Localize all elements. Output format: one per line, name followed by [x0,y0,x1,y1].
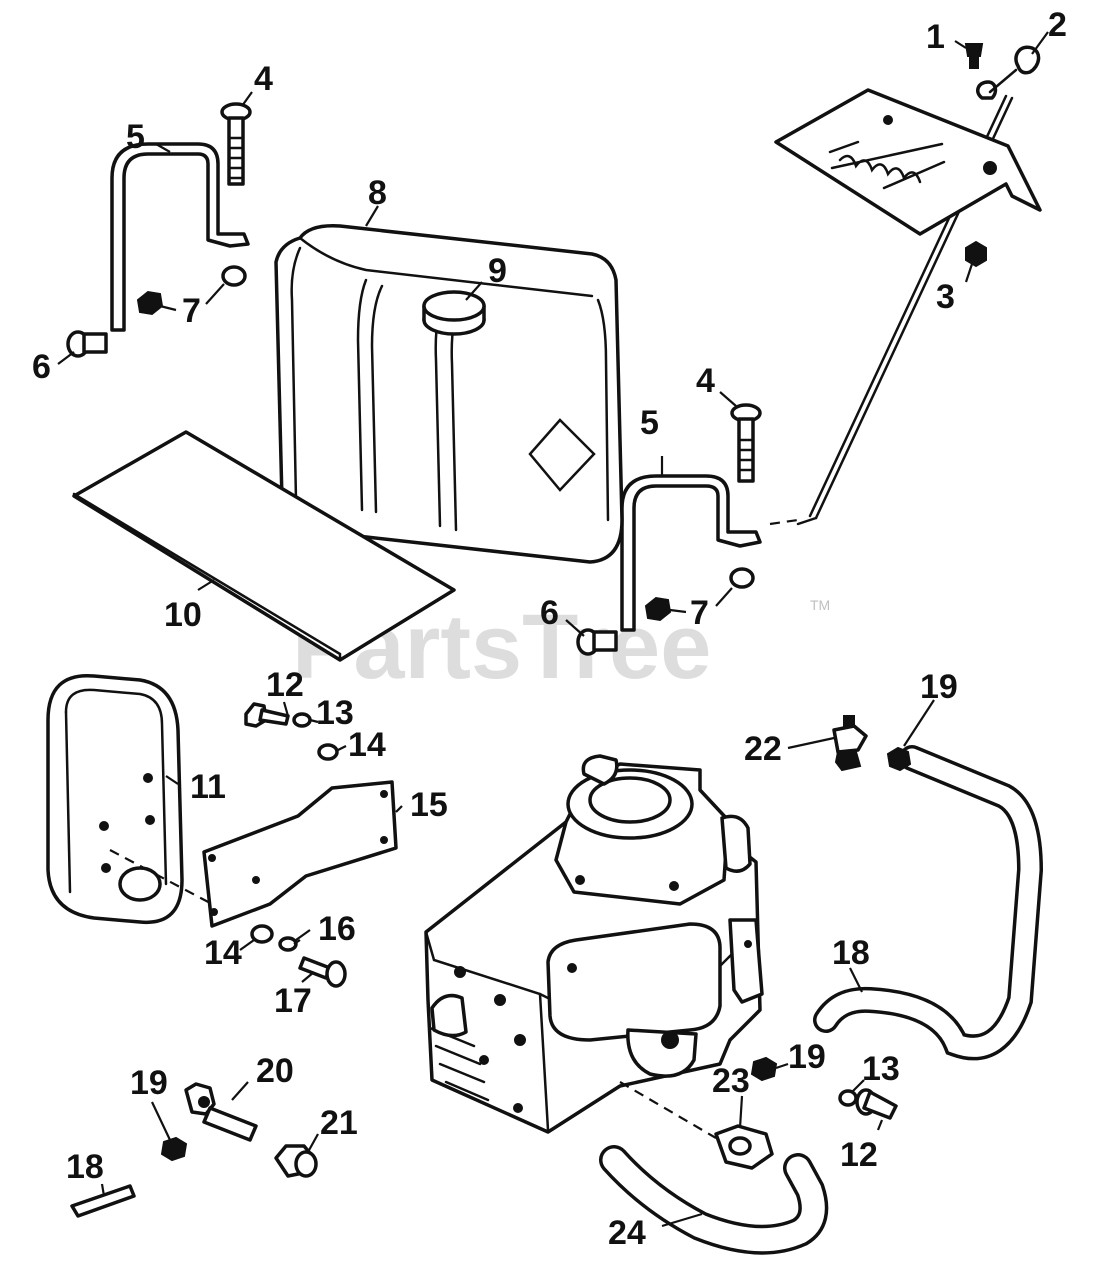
part-10-pad[interactable] [72,430,456,662]
part-4-bolt-left[interactable] [220,102,252,186]
part-12-screw-bottom[interactable] [855,1088,898,1120]
callout-12-top: 12 [266,666,304,704]
part-17-bolt[interactable] [298,956,347,988]
callout-6-right: 6 [540,594,559,632]
part-12-screw-top[interactable] [244,702,290,728]
callout-19-bottom: 19 [130,1064,168,1102]
part-6-bolt-left[interactable] [66,330,108,358]
control-panel-bracket[interactable] [774,88,1042,236]
part-8-fuel-tank[interactable] [274,224,624,564]
callout-17: 17 [274,982,312,1020]
callout-4-left: 4 [254,60,273,98]
callout-3: 3 [936,278,955,316]
callout-10: 10 [164,596,202,634]
callout-22: 22 [744,730,782,768]
callout-18-long: 18 [832,934,870,972]
part-7-nut-left[interactable] [136,290,164,316]
callout-13-bottom: 13 [862,1050,900,1088]
alignment-muffler [109,849,213,905]
part-11-muffler[interactable] [46,673,184,925]
part-7-washer-right[interactable] [729,567,755,589]
part-19-clamp-middle[interactable] [750,1056,778,1082]
part-20-shutoff-valve[interactable] [184,1082,258,1142]
part-23-flange[interactable] [714,1124,774,1170]
part-4-bolt-right[interactable] [730,403,762,483]
part-21-nut[interactable] [274,1144,318,1178]
part-22-fitting[interactable] [832,715,868,772]
callout-19-top: 19 [920,668,958,706]
alignment-cable [769,518,799,526]
watermark-trademark: TM [810,597,830,613]
callout-5-right: 5 [640,404,659,442]
part-19-clamp-bottom[interactable] [160,1136,188,1162]
callout-2: 2 [1048,6,1067,44]
part-13-lockwasher-bottom[interactable] [838,1089,858,1107]
callout-23: 23 [712,1062,750,1100]
callout-8: 8 [368,174,387,212]
callout-4-right: 4 [696,362,715,400]
callout-11: 11 [190,768,226,806]
part-9-fuel-cap[interactable] [422,290,486,336]
callout-14-top: 14 [348,726,386,764]
callout-6-left: 6 [32,348,51,386]
callout-18-small: 18 [66,1148,104,1186]
part-1-screw[interactable] [964,43,984,69]
callout-20: 20 [256,1052,294,1090]
part-14-washer-bottom[interactable] [250,924,274,944]
part-6-bolt-right[interactable] [576,628,618,656]
callout-14-bottom: 14 [204,934,242,972]
callout-13-top: 13 [316,694,354,732]
part-16-washer[interactable] [278,936,298,952]
callout-7-left: 7 [182,292,201,330]
callout-9: 9 [488,252,507,290]
part-14-washer-top[interactable] [317,743,339,761]
part-7-washer-left[interactable] [221,265,247,287]
callout-15: 15 [410,786,448,824]
part-7-nut-right[interactable] [644,596,672,622]
callout-7-right: 7 [690,594,709,632]
alignment-flange [619,1081,717,1139]
callout-labels: 1 2 3 4 4 5 5 6 6 7 7 8 9 10 11 12 12 13… [32,6,1067,1252]
part-19-clamp-top[interactable] [886,746,912,772]
part-3-nut[interactable] [965,240,987,268]
callout-16: 16 [318,910,356,948]
callout-1: 1 [926,18,945,56]
callout-5-left: 5 [126,118,145,156]
callout-24: 24 [608,1214,646,1252]
callout-12-bottom: 12 [840,1136,878,1174]
part-24-exhaust-pipe[interactable] [599,1145,829,1255]
part-5-tank-strap-right[interactable] [620,474,762,632]
part-18-fuel-line-small[interactable] [70,1184,136,1218]
leader-lines [57,31,1049,1228]
part-15-muffler-bracket[interactable] [202,780,398,928]
part-18-fuel-line-long[interactable] [813,745,1044,1061]
engine [424,754,764,1134]
callout-19-middle: 19 [788,1038,826,1076]
part-5-tank-strap-left[interactable] [110,142,250,332]
part-13-lockwasher-top[interactable] [292,712,312,728]
callout-21: 21 [320,1104,358,1142]
